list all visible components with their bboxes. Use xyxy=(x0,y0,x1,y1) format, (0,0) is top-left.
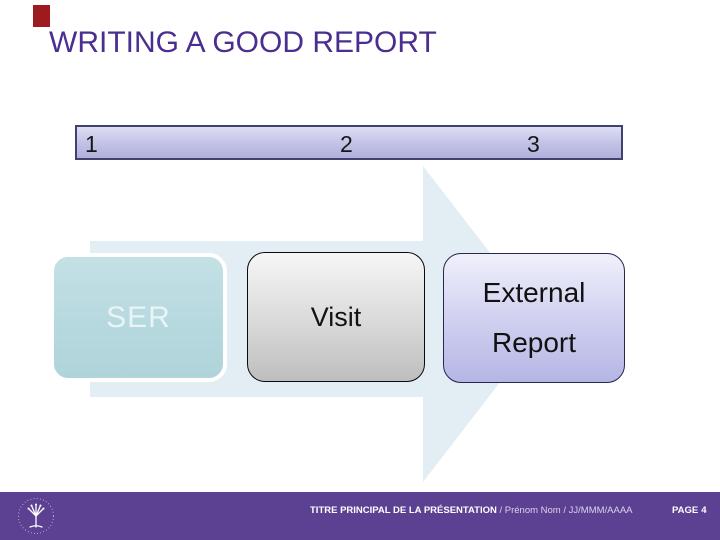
process-box-external-report: External Report xyxy=(443,253,625,383)
footer-author-date: / Prénom Nom / JJ/MMM/AAAA xyxy=(496,505,633,516)
footer-page-label: PAGE xyxy=(672,505,699,516)
steps-bar: 1 2 3 xyxy=(75,125,623,160)
process-box-ser: SER xyxy=(50,253,227,382)
footer-presentation-title: TITRE PRINCIPAL DE LA PRÉSENTATION xyxy=(310,505,497,516)
step-number-2: 2 xyxy=(340,131,353,157)
step-number-3: 3 xyxy=(527,131,540,157)
slide-title: WRITING A GOOD REPORT xyxy=(49,26,437,59)
footer-bar: TITRE PRINCIPAL DE LA PRÉSENTATION / Pré… xyxy=(0,492,720,540)
process-box-external-line1: External xyxy=(482,277,586,308)
process-box-visit-label: Visit xyxy=(310,301,362,332)
tree-emblem-icon xyxy=(18,498,54,534)
process-box-external-line2: Report xyxy=(491,327,577,358)
red-accent-tab xyxy=(33,5,50,27)
process-box-visit: Visit xyxy=(247,252,425,382)
process-box-ser-label: SER xyxy=(106,300,171,334)
footer-caption: TITRE PRINCIPAL DE LA PRÉSENTATION / Pré… xyxy=(310,505,633,517)
footer-page-number: 4 xyxy=(701,505,707,516)
step-number-1: 1 xyxy=(85,131,98,157)
